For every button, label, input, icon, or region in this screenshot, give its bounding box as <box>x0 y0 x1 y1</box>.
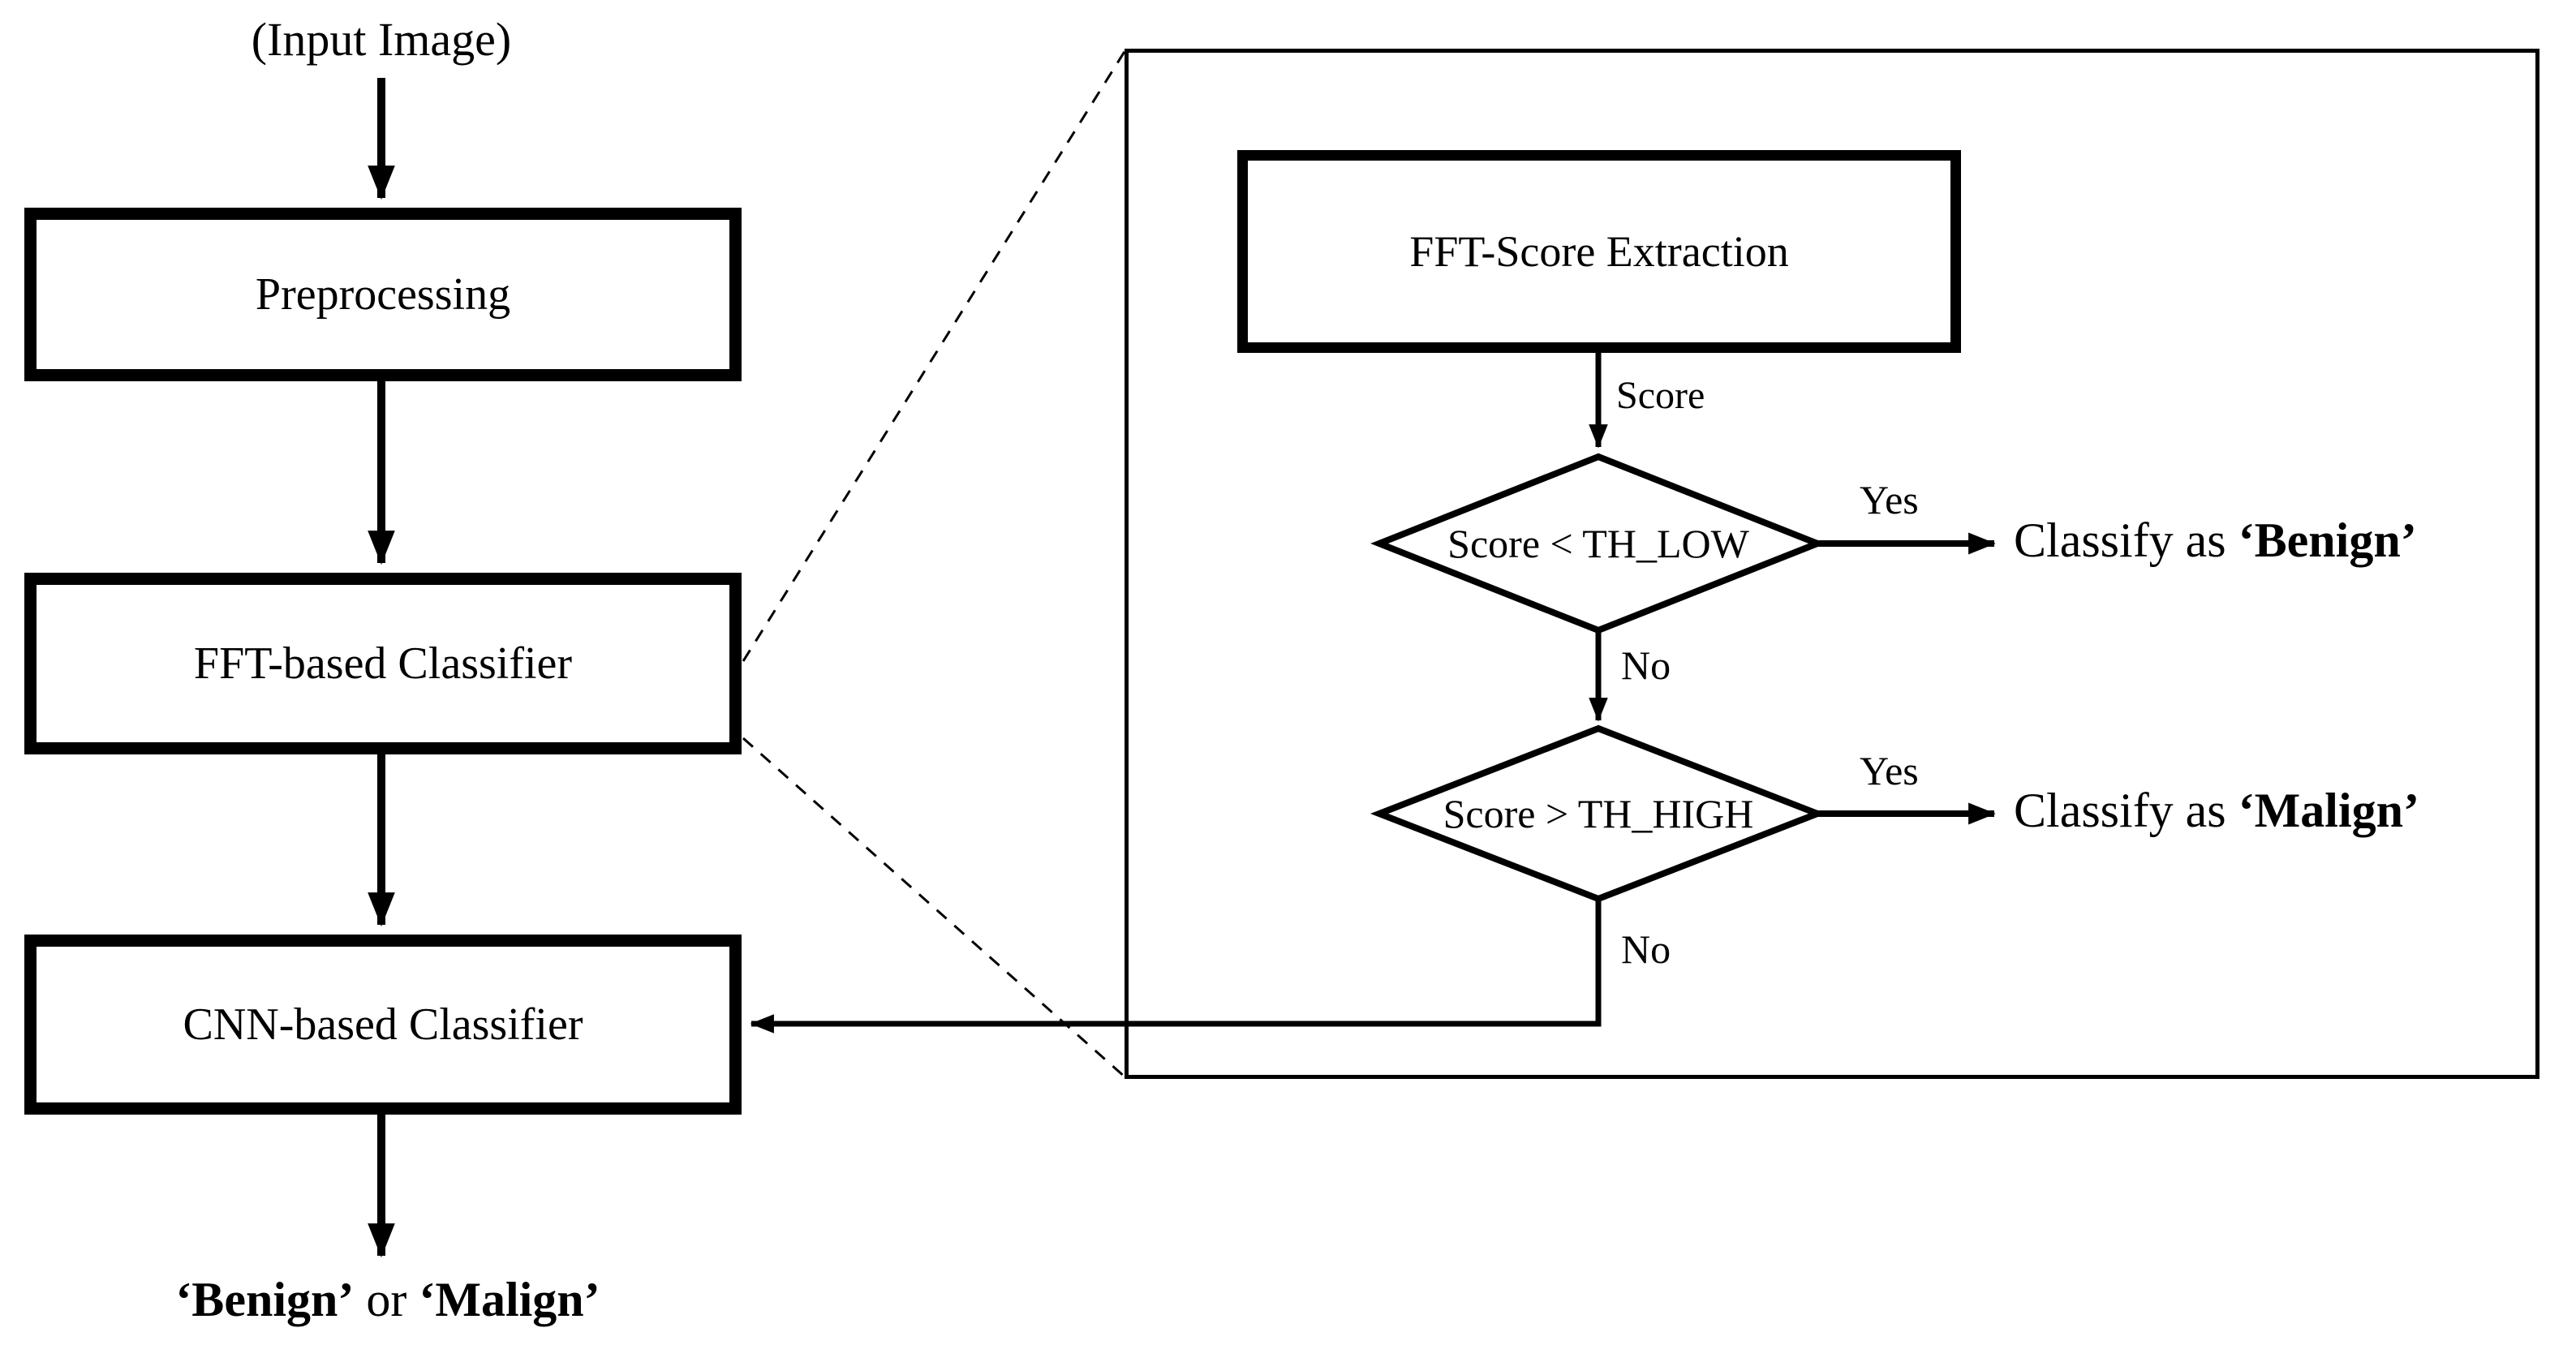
fft-based-classifier-box: FFT-based Classifier <box>24 573 742 754</box>
preprocessing-box: Preprocessing <box>24 208 742 381</box>
result-or-text: or <box>354 1273 419 1326</box>
decision-th-low-label: Score < TH_LOW <box>1447 521 1749 566</box>
result-benign-text: ‘Benign’ <box>175 1273 355 1326</box>
no-low-edge-label: No <box>1621 642 1671 688</box>
result-label: ‘Benign’ or ‘Malign’ <box>104 1272 672 1328</box>
yes-low-edge-label: Yes <box>1860 477 1919 522</box>
classify-benign-label: Classify as ‘Benign’ <box>2014 513 2417 569</box>
classify-malign-label: Classify as ‘Malign’ <box>2014 783 2419 839</box>
input-image-label: (Input Image) <box>251 13 512 66</box>
decision-diamond-th-high <box>1370 724 1827 903</box>
dashed-zoom-connector-bottom <box>742 737 1126 1079</box>
preprocessing-label: Preprocessing <box>255 269 511 320</box>
classify-malign-word: ‘Malign’ <box>2238 784 2419 837</box>
classify-benign-word: ‘Benign’ <box>2238 514 2417 567</box>
yes-high-edge-label: Yes <box>1860 748 1919 793</box>
cnn-based-classifier-box: CNN-based Classifier <box>24 935 742 1115</box>
no-high-edge-label: No <box>1621 926 1671 972</box>
classify-malign-prefix: Classify as <box>2014 784 2238 837</box>
decision-th-high-label: Score > TH_HIGH <box>1443 791 1754 836</box>
classify-benign-prefix: Classify as <box>2014 514 2238 567</box>
no-return-arrow <box>750 897 1602 1033</box>
detail-panel-rectangle <box>1125 49 2539 1079</box>
fft-score-extraction-label: FFT-Score Extraction <box>1409 227 1789 276</box>
fft-based-classifier-label: FFT-based Classifier <box>193 638 573 689</box>
score-edge-label: Score <box>1616 374 1705 417</box>
result-malign-text: ‘Malign’ <box>419 1273 600 1326</box>
fft-score-extraction-box: FFT-Score Extraction <box>1237 150 1961 353</box>
cnn-based-classifier-label: CNN-based Classifier <box>183 999 583 1050</box>
dashed-zoom-connector-top <box>742 49 1127 662</box>
